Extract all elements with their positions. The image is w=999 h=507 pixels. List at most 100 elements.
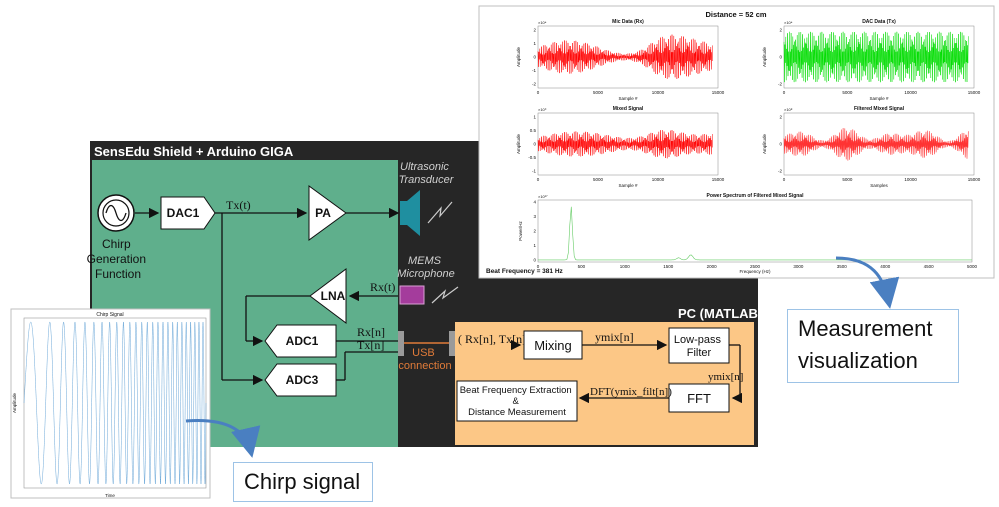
tx-n-label: Tx[n] bbox=[357, 338, 384, 352]
subplot-ylabel: Amplitude bbox=[516, 134, 521, 155]
usb-label: USB connection bbox=[398, 347, 451, 372]
x-tick-label: 5000 bbox=[842, 90, 853, 95]
chirp-plot-ylabel: Amplitude bbox=[12, 393, 17, 414]
subplot-exponent: ×10⁴ bbox=[784, 20, 793, 25]
chirp-arrow bbox=[185, 419, 261, 458]
y-tick-label: -1 bbox=[532, 169, 536, 174]
waveform bbox=[783, 31, 969, 83]
spectrum-title: Power Spectrum of Filtered Mixed Signal bbox=[707, 193, 805, 199]
sound-wave-icon bbox=[427, 201, 453, 224]
x-tick-label: 4000 bbox=[880, 264, 891, 269]
chirp-waveform bbox=[23, 321, 207, 485]
dft-label: DFT(ymix_filt[n]) bbox=[590, 386, 672, 398]
usb-port-left bbox=[398, 331, 404, 356]
lowpass-filter-block bbox=[668, 327, 730, 364]
y-tick-label: 0 bbox=[533, 142, 536, 147]
pc-input-label: ( Rx[n], Tx[n] ) bbox=[458, 332, 533, 346]
y-tick-label: -2 bbox=[778, 82, 782, 87]
y-tick-label: 1 bbox=[533, 41, 536, 46]
beat-frequency-block bbox=[456, 380, 578, 422]
x-tick-label: 0 bbox=[783, 90, 786, 95]
x-tick-label: 0 bbox=[537, 90, 540, 95]
chirp-plot-xlabel: Time bbox=[105, 493, 115, 498]
x-tick-label: 15000 bbox=[968, 90, 981, 95]
y-tick-label: 0 bbox=[533, 258, 536, 263]
subplot-exponent: ×10⁸ bbox=[784, 107, 793, 112]
x-tick-label: 10000 bbox=[904, 90, 917, 95]
subplot-exponent: ×10⁴ bbox=[538, 20, 547, 25]
y-tick-label: 2 bbox=[779, 28, 782, 33]
usb-port-right bbox=[449, 331, 455, 356]
pa-block bbox=[308, 185, 347, 241]
svg-text:Beat Frequency Extraction: Beat Frequency Extraction & Distance Mea… bbox=[460, 385, 575, 418]
dac1-block bbox=[160, 196, 216, 230]
svg-text:Low-pass Filter: Low-pass Filter bbox=[674, 334, 724, 359]
x-tick-label: 4500 bbox=[924, 264, 935, 269]
x-tick-label: 0 bbox=[537, 177, 540, 182]
y-tick-label: 0 bbox=[779, 142, 782, 147]
shield-title: SensEdu Shield + Arduino GIGA bbox=[94, 144, 294, 159]
ymix2-label: ymix[n] bbox=[708, 371, 743, 383]
sine-wave-icon bbox=[105, 204, 127, 222]
lna-block bbox=[309, 268, 347, 324]
subplot-xlabel: Samples bbox=[870, 183, 888, 188]
subplot-title: DAC Data (Tx) bbox=[862, 19, 896, 25]
x-tick-label: 2000 bbox=[707, 264, 718, 269]
spectrum-ylabel: Power/Hz bbox=[518, 221, 523, 241]
y-tick-label: 0 bbox=[779, 55, 782, 60]
chirp-plot-title: Chirp Signal bbox=[96, 312, 123, 318]
beat-frequency-label: Beat Frequency = 381 Hz bbox=[486, 268, 564, 275]
spectrum-xlabel: Frequency (Hz) bbox=[739, 269, 771, 274]
x-tick-label: 0 bbox=[783, 177, 786, 182]
mems-label: MEMS Microphone bbox=[397, 255, 454, 280]
mems-microphone-icon bbox=[399, 285, 425, 305]
svg-text:LNA: LNA bbox=[321, 289, 346, 303]
x-tick-label: 2500 bbox=[750, 264, 761, 269]
svg-text:ADC1: ADC1 bbox=[286, 334, 319, 348]
spectrum-exponent: ×10¹⁷ bbox=[538, 194, 548, 199]
subplot-ylabel: Amplitude bbox=[762, 47, 767, 68]
y-tick-label: 2 bbox=[533, 229, 536, 234]
subplot-exponent: ×10⁹ bbox=[538, 107, 547, 112]
measurement-callout: Measurement visualization bbox=[787, 309, 959, 383]
svg-text:PA: PA bbox=[315, 206, 331, 220]
y-tick-label: -0.5 bbox=[528, 155, 536, 160]
distance-label: Distance = 52 cm bbox=[705, 10, 766, 19]
x-tick-label: 10000 bbox=[904, 177, 917, 182]
svg-text:DAC1: DAC1 bbox=[167, 206, 200, 220]
transducer-label: Ultrasonic Transducer bbox=[399, 161, 455, 186]
ultrasonic-transducer-icon bbox=[400, 201, 407, 225]
x-tick-label: 1500 bbox=[663, 264, 674, 269]
waveform bbox=[537, 34, 713, 79]
y-tick-label: 2 bbox=[779, 115, 782, 120]
subplot-2: DAC Data (Tx) ×10⁴ Sample # Amplitude 0 5000 1… bbox=[762, 19, 981, 101]
x-tick-label: 15000 bbox=[968, 177, 981, 182]
subplot-xlabel: Sample # bbox=[618, 96, 638, 101]
spectrum-plot: Power Spectrum of Filtered Mixed Signal ×… bbox=[518, 193, 978, 274]
sound-wave-icon-2 bbox=[431, 286, 459, 304]
x-tick-label: 5000 bbox=[842, 177, 853, 182]
chirp-callout: Chirp signal bbox=[233, 462, 373, 502]
x-tick-label: 15000 bbox=[712, 177, 725, 182]
x-tick-label: 10000 bbox=[652, 90, 665, 95]
x-tick-label: 1000 bbox=[620, 264, 631, 269]
y-tick-label: 2 bbox=[533, 28, 536, 33]
y-tick-label: 3 bbox=[533, 214, 536, 219]
measurement-arrow bbox=[835, 256, 900, 309]
y-tick-label: -2 bbox=[532, 82, 536, 87]
subplot-xlabel: Sample # bbox=[869, 96, 889, 101]
subplot-title: Mixed Signal bbox=[613, 106, 644, 112]
subplot-xlabel: Sample # bbox=[618, 183, 638, 188]
subplot-ylabel: Amplitude bbox=[762, 134, 767, 155]
x-tick-label: 5000 bbox=[967, 264, 978, 269]
y-tick-label: 4 bbox=[533, 200, 536, 205]
x-tick-label: 0 bbox=[537, 264, 540, 269]
svg-text:Mixing: Mixing bbox=[534, 338, 572, 353]
x-tick-label: 3500 bbox=[837, 264, 848, 269]
x-tick-label: 5000 bbox=[593, 90, 604, 95]
y-tick-label: -2 bbox=[778, 169, 782, 174]
x-tick-label: 10000 bbox=[652, 177, 665, 182]
rx-t-label: Rx(t) bbox=[370, 280, 395, 294]
y-tick-label: 1 bbox=[533, 115, 536, 120]
